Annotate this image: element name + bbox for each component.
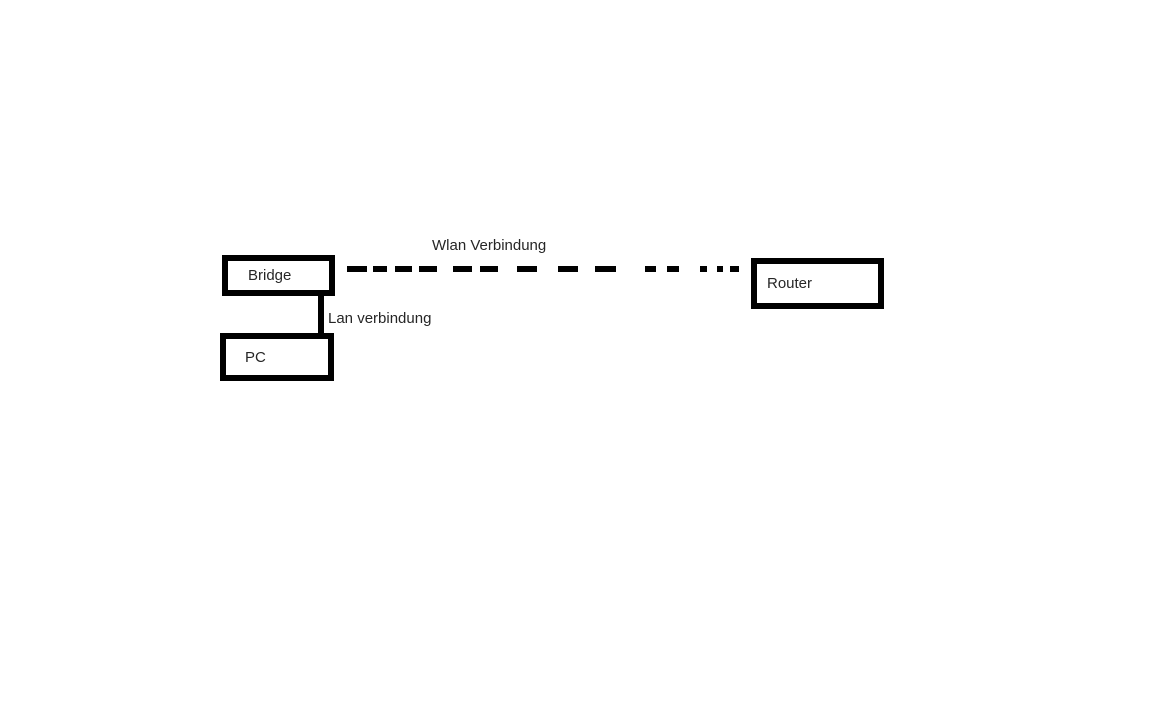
node-pc-label: PC	[245, 348, 266, 366]
node-bridge: Bridge	[222, 255, 335, 296]
node-pc: PC	[220, 333, 334, 381]
lan-connection-label: Lan verbindung	[328, 310, 432, 327]
node-router-label: Router	[767, 275, 813, 292]
node-router: Router	[751, 258, 884, 309]
wlan-connection-label: Wlan Verbindung	[432, 237, 547, 254]
node-bridge-label: Bridge	[248, 267, 292, 284]
